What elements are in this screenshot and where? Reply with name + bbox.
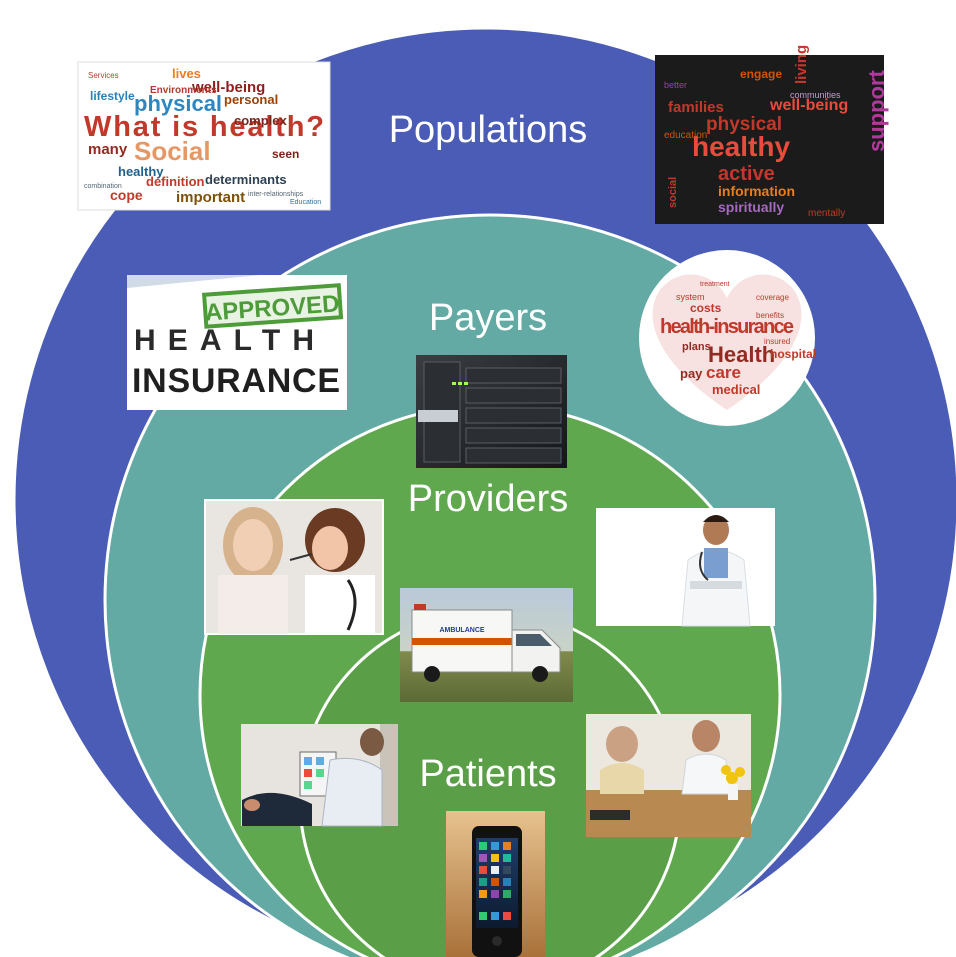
wordcloud-word: physical: [134, 91, 222, 116]
wordcloud-word: active: [718, 163, 775, 185]
ambulance-text: AMBULANCE: [439, 627, 484, 634]
wordcloud-word: combination: [84, 183, 122, 190]
heart-word: Health: [708, 342, 775, 367]
doctor-portrait-photo: [596, 508, 775, 627]
wordcloud-word: important: [176, 189, 245, 206]
doctor-patient-consultation-photo: [586, 714, 751, 837]
populations-label: Populations: [389, 109, 588, 151]
smartphone-photo: [446, 811, 545, 957]
wordcloud-word: physical: [706, 114, 782, 135]
wordcloud-word: seen: [272, 147, 299, 161]
patients-label: Patients: [419, 753, 556, 795]
wordcloud-word: information: [718, 183, 795, 199]
wordcloud-word: social: [667, 177, 679, 208]
heart-word: costs: [690, 301, 722, 315]
wordcloud-word: mentally: [808, 208, 845, 219]
wordcloud-word: Education: [290, 199, 321, 206]
heart-word: benefits: [756, 311, 784, 320]
heart-word: hospital: [770, 347, 816, 361]
wordcloud-word: spiritually: [718, 199, 784, 215]
wordcloud-word: definition: [146, 174, 205, 189]
wordcloud-word: complex: [234, 113, 288, 128]
healthy-living-wordcloud: engage communities well-being families p…: [655, 45, 889, 224]
ambulance-photo: AMBULANCE: [400, 588, 573, 702]
heart-word: coverage: [756, 293, 789, 302]
wordcloud-word: lifestyle: [90, 89, 135, 103]
wordcloud-word: Environments: [150, 85, 217, 96]
wordcloud-word: well-being: [191, 79, 265, 96]
wordcloud-word: communities: [790, 90, 841, 100]
wordcloud-word: lives: [172, 66, 201, 81]
wordcloud-word: education: [664, 130, 707, 141]
doctor-examining-child-photo: [204, 499, 384, 635]
patient-with-tablet-photo: [241, 724, 398, 827]
heart-word: medical: [712, 382, 760, 397]
wordcloud-word: determinants: [205, 172, 287, 187]
heart-word: system: [676, 292, 705, 302]
wordcloud-word: Social: [134, 136, 211, 166]
wordcloud-word: support: [864, 69, 889, 152]
payers-label: Payers: [429, 297, 547, 339]
wordcloud-word: many: [88, 141, 128, 158]
what-is-health-wordcloud: Services lives well-being Environments l…: [77, 61, 331, 211]
wordcloud-word: healthy: [692, 131, 790, 162]
wordcloud-word: cope: [110, 187, 143, 203]
wordcloud-headline: What is health?: [84, 111, 324, 143]
wordcloud-word: better: [664, 80, 687, 90]
wordcloud-word: personal: [224, 92, 278, 107]
heart-word: care: [706, 363, 741, 382]
server-rack-photo: [416, 355, 567, 468]
wordcloud-word: families: [668, 99, 724, 116]
wordcloud-word: engage: [740, 67, 782, 81]
wordcloud-word: Services: [88, 71, 119, 80]
providers-label: Providers: [408, 478, 569, 520]
health-insurance-heart-cloud: treatment system coverage costs health-i…: [639, 250, 816, 426]
wordcloud-word: living: [793, 45, 810, 84]
heart-word: pay: [680, 366, 703, 381]
wordcloud-word: inter-relationships: [248, 191, 304, 198]
heart-word: plans: [682, 341, 711, 353]
heart-word: insured: [764, 337, 790, 346]
heart-word: health-insurance: [660, 316, 794, 338]
wordcloud-word: well-being: [769, 97, 848, 114]
heart-word: treatment: [700, 281, 730, 288]
health-insurance-sign: APPROVED HEALTH INSURANCE: [127, 275, 347, 410]
wordcloud-word: healthy: [118, 164, 164, 179]
insurance-line-2: INSURANCE: [132, 362, 340, 400]
